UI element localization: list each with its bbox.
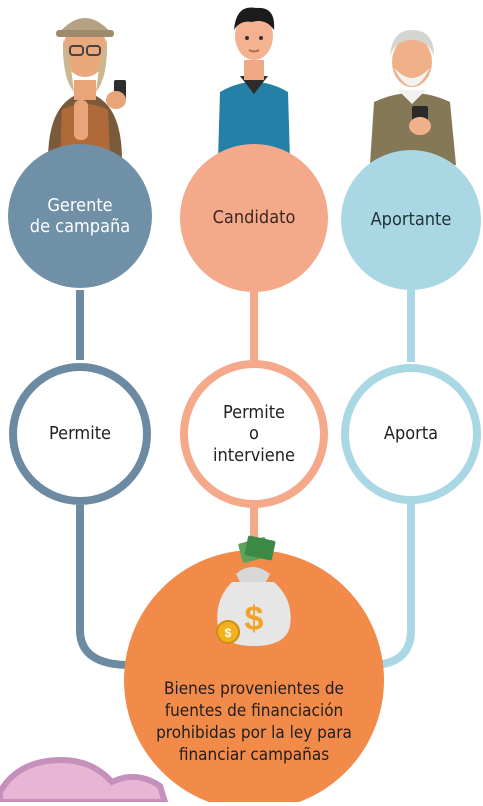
svg-text:$: $	[245, 600, 264, 638]
action-label-manager: Permite	[48, 423, 111, 445]
candidate-icon	[218, 7, 290, 160]
action-label-candidate: Permite o interviene	[212, 402, 295, 466]
role-label-candidate: Candidato	[212, 207, 296, 229]
action-circle-manager	[9, 363, 151, 505]
action-label-donor: Aporta	[383, 423, 439, 445]
role-circle-manager	[8, 144, 152, 288]
outcome-label: Bienes provenientes de fuentes de financ…	[156, 678, 352, 766]
role-label-donor: Aportante	[370, 209, 452, 231]
money-bag-icon: $ $	[216, 535, 291, 646]
outcome-circle	[124, 550, 384, 806]
cloud-decoration	[0, 756, 170, 805]
role-label-manager: Gerente de campaña	[29, 194, 131, 237]
action-circle-donor	[341, 364, 481, 504]
action-circle-candidate	[180, 360, 328, 508]
svg-text:$: $	[225, 626, 232, 640]
role-circle-candidate	[180, 144, 328, 292]
manager-with-phone-icon	[48, 18, 126, 160]
role-circle-donor	[341, 150, 481, 290]
elderly-donor-with-phone-icon	[370, 30, 456, 165]
